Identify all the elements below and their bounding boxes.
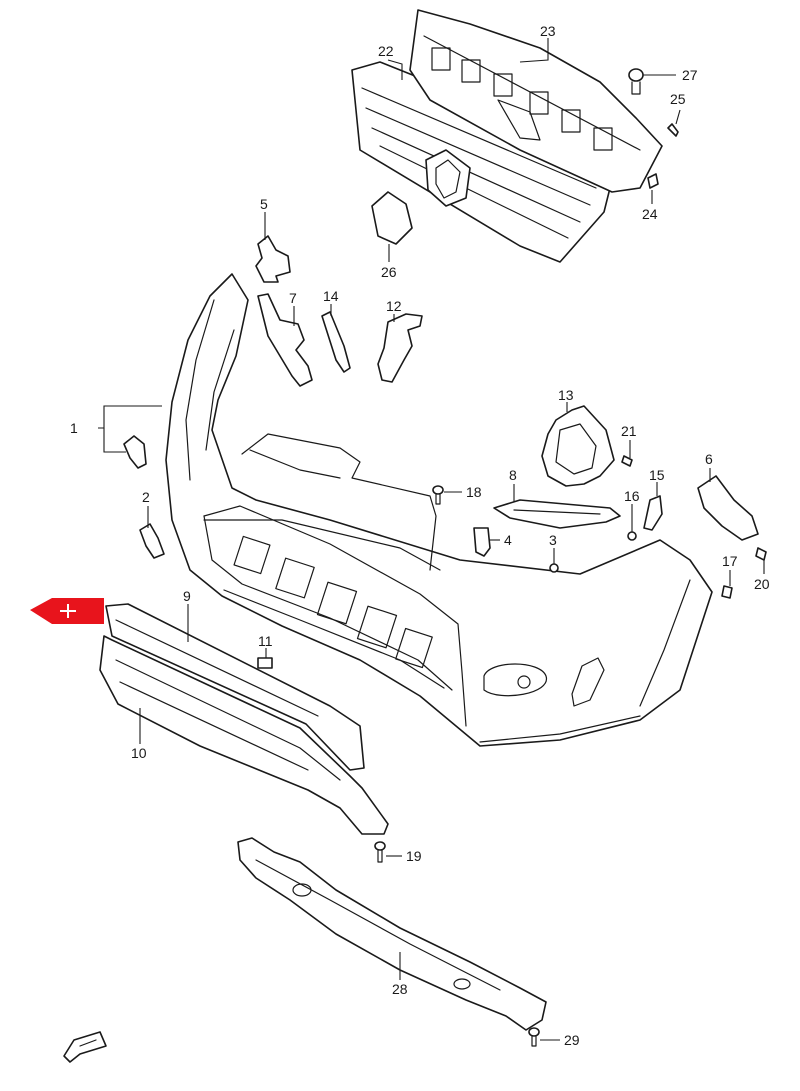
part-9-lower-grille[interactable] [105, 603, 365, 771]
callout-23: 23 [540, 23, 556, 39]
callout-17: 17 [722, 553, 738, 569]
part-16-screw[interactable] [627, 531, 637, 541]
leader-lines [98, 38, 765, 1041]
callout-8: 8 [509, 467, 517, 483]
part-26-cover[interactable] [371, 191, 413, 245]
callout-24: 24 [642, 206, 658, 222]
callout-19: 19 [406, 848, 422, 864]
callout-7: 7 [289, 290, 297, 306]
callouts: 1 2 3 4 5 6 7 8 9 10 11 12 13 14 15 16 1… [70, 23, 770, 1048]
callout-6: 6 [705, 451, 713, 467]
part-28-lower-support[interactable] [237, 837, 547, 1031]
front-direction-arrow [30, 598, 104, 624]
part-13-support[interactable] [541, 405, 615, 487]
callout-28: 28 [392, 981, 408, 997]
part-2-bracket[interactable] [139, 523, 165, 559]
callout-9: 9 [183, 588, 191, 604]
part-11-clip[interactable] [257, 657, 273, 669]
part-21-screw[interactable] [621, 455, 633, 467]
callout-15: 15 [649, 467, 665, 483]
fwd-arrow-icon [63, 1031, 107, 1063]
callout-12: 12 [386, 298, 402, 314]
callout-20: 20 [754, 576, 770, 592]
part-7-bracket[interactable] [257, 293, 313, 387]
part-12-bracket[interactable] [377, 313, 423, 383]
callout-27: 27 [682, 67, 698, 83]
part-1-clip[interactable] [123, 435, 147, 469]
part-20-screw[interactable] [755, 547, 767, 561]
callout-1: 1 [70, 420, 78, 436]
part-19-bolt[interactable] [374, 841, 386, 863]
callout-26: 26 [381, 264, 397, 280]
part-3-nut[interactable] [549, 563, 559, 573]
part-15-reflector[interactable] [643, 495, 663, 531]
callout-11: 11 [258, 633, 273, 649]
callout-22: 22 [378, 43, 394, 59]
part-29-bolt[interactable] [528, 1027, 540, 1047]
callout-10: 10 [131, 745, 147, 761]
callout-18: 18 [466, 484, 482, 500]
part-4-clip[interactable] [473, 527, 491, 557]
part-6-side-bracket[interactable] [697, 475, 759, 541]
part-18-bolt[interactable] [432, 485, 444, 505]
callout-2: 2 [142, 489, 150, 505]
part-8-retainer[interactable] [493, 499, 621, 529]
part-25-screw[interactable] [667, 123, 679, 137]
callout-25: 25 [670, 91, 686, 107]
part-23-grille-reinforcement[interactable] [409, 9, 663, 193]
part-27-nut[interactable] [628, 68, 644, 95]
callout-3: 3 [549, 532, 557, 548]
callout-13: 13 [558, 387, 574, 403]
part-14-strip[interactable] [321, 311, 351, 373]
part-10-lower-lip[interactable] [99, 635, 389, 835]
callout-14: 14 [323, 288, 339, 304]
callout-16: 16 [624, 488, 640, 504]
callout-5: 5 [260, 196, 268, 212]
part-17-screw[interactable] [721, 585, 733, 599]
callout-29: 29 [564, 1032, 580, 1048]
callout-4: 4 [504, 532, 512, 548]
part-24-clip[interactable] [647, 173, 659, 189]
part-1-bumper-cover[interactable] [165, 273, 713, 747]
part-5-bracket[interactable] [255, 235, 291, 283]
callout-21: 21 [621, 423, 637, 439]
